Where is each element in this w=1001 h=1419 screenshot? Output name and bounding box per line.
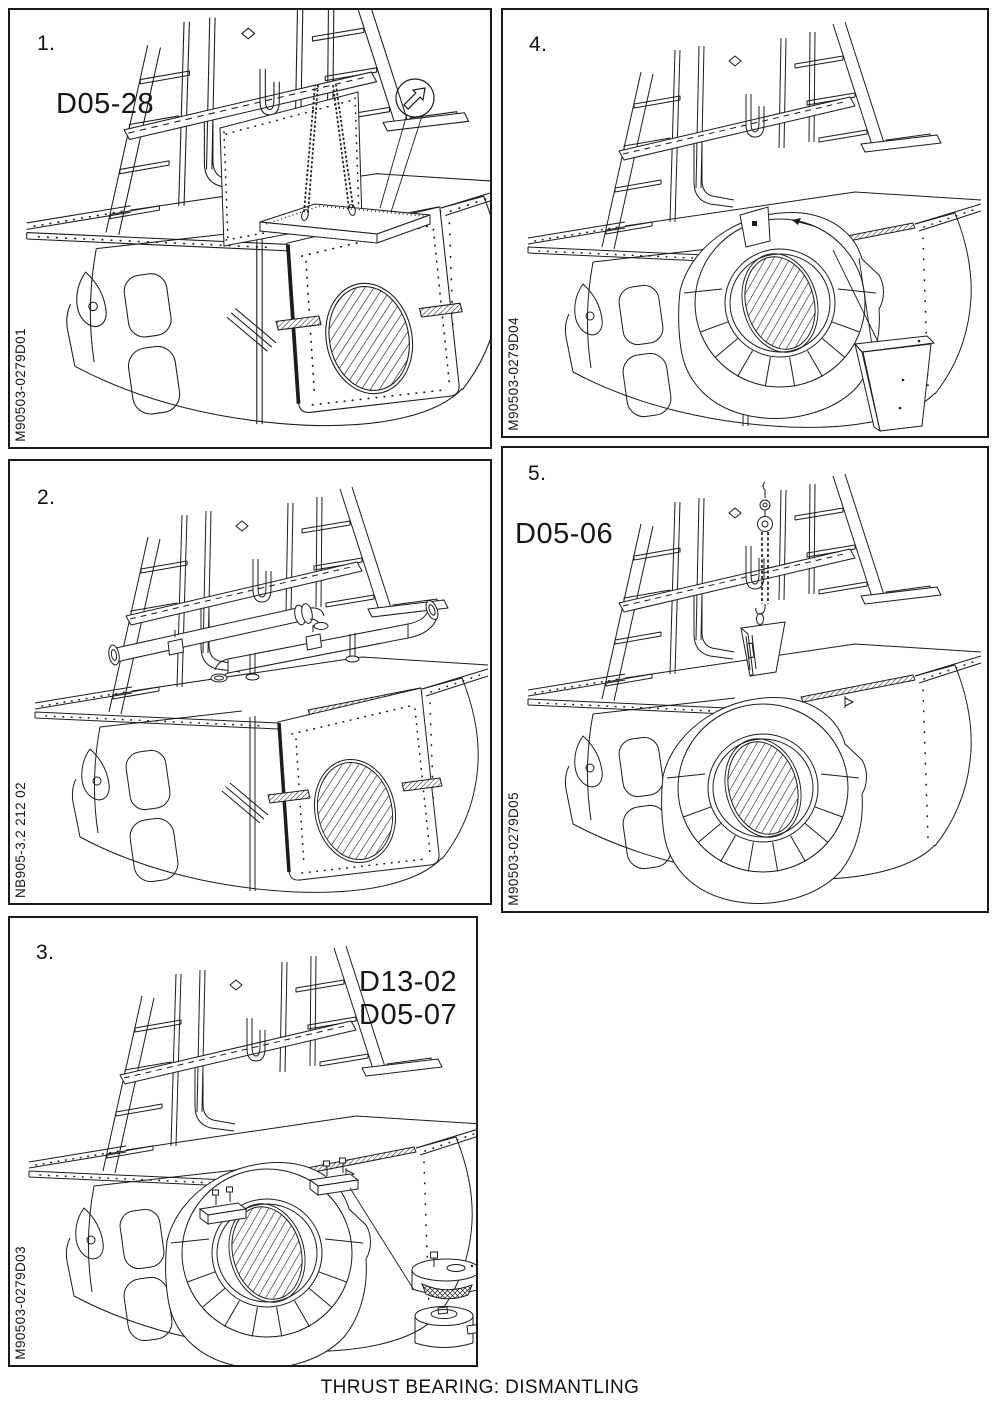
- figure-code: M90503-0279D03: [13, 1246, 28, 1360]
- figure-panel-3: 3. D13-02 D05-07 M90503-0279D03: [8, 916, 478, 1367]
- ref-label-d05-06: D05-06: [515, 518, 614, 550]
- figure-panel-2: 2. NB905-3.2 212 02: [8, 459, 492, 905]
- figure-panel-1: 1. D05-28 M90503-0279D01: [8, 8, 492, 449]
- removed-pad-pocket: [739, 206, 815, 248]
- figure-3-drawing: [28, 945, 476, 1365]
- figure-panel-4: 4. M90503-0279D04: [501, 8, 989, 438]
- figure-code: M90503-0279D05: [506, 792, 521, 906]
- step-number: 3.: [36, 941, 55, 964]
- step-number: 4.: [529, 33, 548, 56]
- page-caption: THRUST BEARING: DISMANTLING: [320, 1377, 640, 1398]
- step-number: 2.: [37, 486, 56, 509]
- figure-panel-5: 5. D05-06 M90503-0279D05: [501, 446, 989, 913]
- lifted-cover-plate: [259, 203, 431, 244]
- leader-lines: [832, 249, 882, 353]
- figure-4-drawing: [527, 21, 982, 433]
- step-number: 1.: [37, 32, 56, 55]
- figure-code: NB905-3.2 212 02: [13, 782, 28, 898]
- chain-hoist: [755, 481, 773, 625]
- figure-5-drawing: [527, 473, 982, 904]
- leader-line: [349, 1187, 415, 1291]
- thrust-pad: [740, 621, 786, 677]
- ref-label-d05-28: D05-28: [56, 88, 155, 120]
- step-number: 5.: [528, 462, 547, 485]
- detail-arrow-icon: [379, 78, 435, 213]
- lube-oil-piping: [108, 600, 439, 683]
- figure-code: M90503-0279D04: [506, 317, 521, 431]
- figure-1-drawing: [25, 10, 490, 427]
- jacking-tools: [411, 1251, 476, 1348]
- ref-label-d05-07: D05-07: [359, 999, 458, 1031]
- ref-label-d13-02: D13-02: [359, 966, 458, 998]
- chain-slings: [303, 84, 354, 214]
- figure-2-drawing: [34, 486, 489, 894]
- figure-code: M90503-0279D01: [13, 328, 28, 442]
- thrust-pad: [853, 335, 936, 433]
- jack-bolt-blocks: [198, 1157, 360, 1225]
